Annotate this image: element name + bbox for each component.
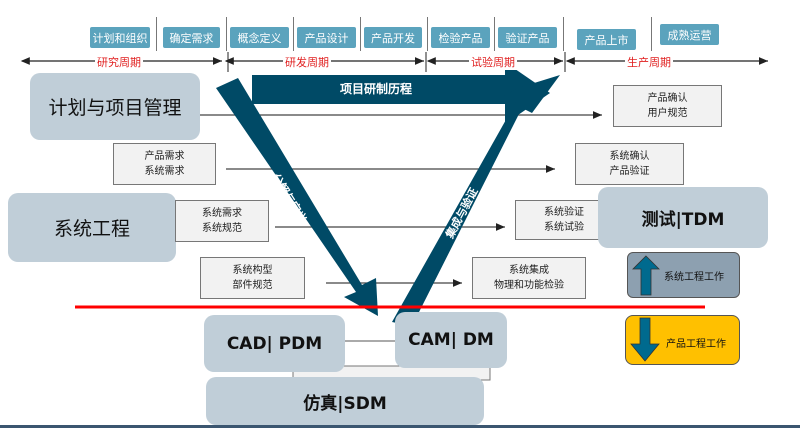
separator <box>563 17 564 51</box>
separator <box>293 17 294 51</box>
period-test: 试验周期 <box>469 54 517 70</box>
phase-launch: 产品上市 <box>577 29 636 50</box>
period-research: 研究周期 <box>95 54 143 70</box>
phase-operate: 成熟运营 <box>660 24 719 45</box>
cad-pdm-box: CAD| PDM <box>204 315 345 372</box>
separator <box>427 17 428 51</box>
left-item: 系统构型部件规范 <box>200 257 305 299</box>
syseng-box: 系统工程 <box>8 193 176 262</box>
down-arrow-icon <box>630 317 660 362</box>
right-item: 产品确认用户规范 <box>613 85 722 127</box>
separator <box>156 17 157 51</box>
right-item: 系统集成物理和功能检验 <box>472 257 586 299</box>
right-item: 系统验证系统试验 <box>515 200 605 240</box>
left-item: 产品需求系统需求 <box>113 143 216 185</box>
process-arrow <box>252 62 550 124</box>
up-arrow-icon <box>632 255 660 296</box>
cam-dm-box: CAM| DM <box>395 312 507 368</box>
prod-work-label: 产品工程工作 <box>666 339 726 350</box>
plan-box: 计划与项目管理 <box>30 73 200 140</box>
process-label: 项目研制历程 <box>340 82 413 96</box>
separator <box>651 17 652 51</box>
period-production: 生产周期 <box>625 54 673 70</box>
separator <box>494 17 495 51</box>
tdm-box: 测试|TDM <box>598 187 768 248</box>
prod-work-legend: 产品工程工作 <box>625 315 740 365</box>
decompose-arrow <box>216 78 378 316</box>
period-rd: 研发周期 <box>283 54 331 70</box>
right-item: 系统确认产品验证 <box>575 143 684 185</box>
sdm-box: 仿真|SDM <box>206 377 484 425</box>
phase-requirements: 确定需求 <box>163 27 220 48</box>
phase-design: 产品设计 <box>297 27 356 48</box>
integrate-arrow <box>392 75 560 326</box>
phase-develop: 产品开发 <box>364 27 422 48</box>
phase-concept: 概念定义 <box>230 27 289 48</box>
phase-plan: 计划和组织 <box>90 27 150 48</box>
phase-verify: 验证产品 <box>498 27 557 48</box>
bottom-bar <box>0 425 800 428</box>
separator <box>226 17 227 51</box>
left-item: 系统需求系统规范 <box>175 200 269 242</box>
phase-inspect: 检验产品 <box>431 27 490 48</box>
separator <box>360 17 361 51</box>
sys-work-legend: 系统工程工作 <box>627 252 740 298</box>
sys-work-label: 系统工程工作 <box>664 272 724 283</box>
